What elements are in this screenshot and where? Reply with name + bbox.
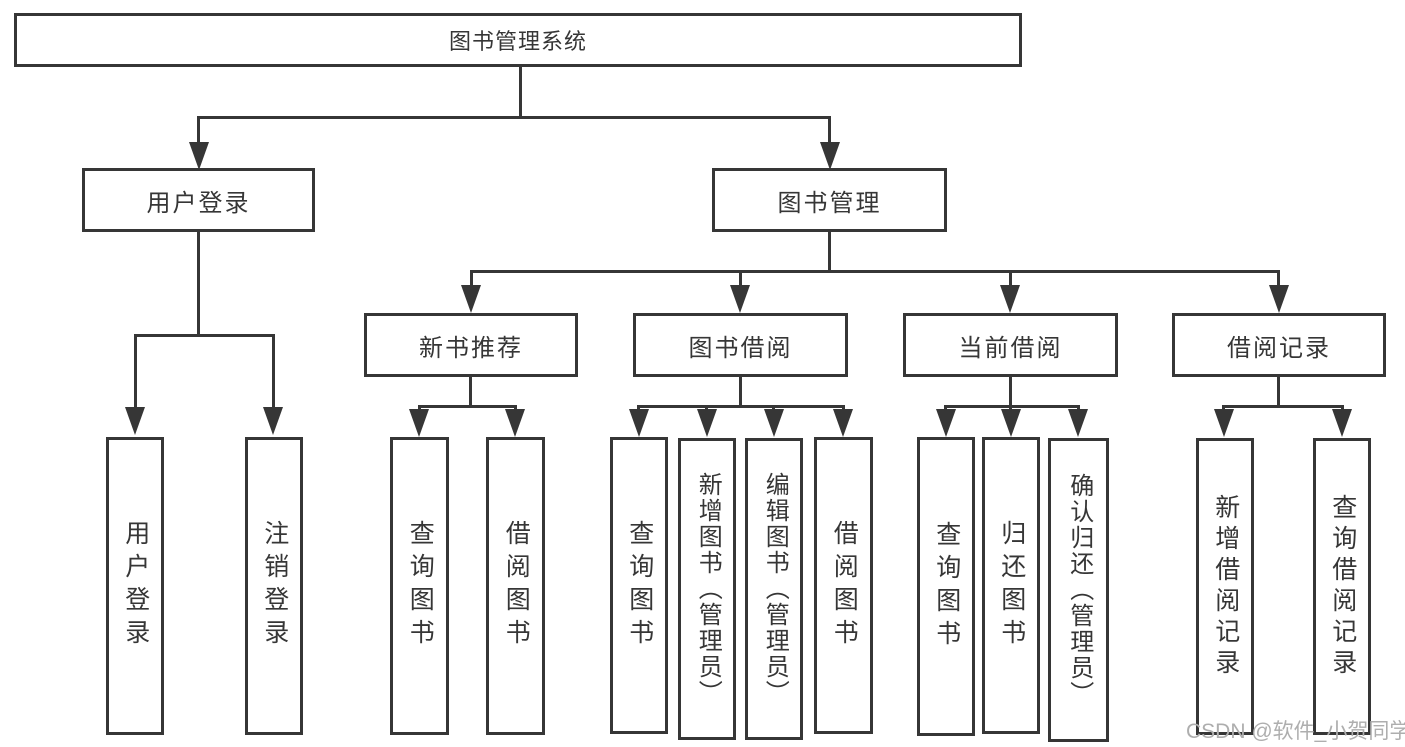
arrow-down: [263, 407, 283, 435]
arrow-down: [189, 142, 209, 170]
arrow-down: [629, 409, 649, 437]
arrow-stem: [828, 116, 831, 144]
book-borrow-line-v: [739, 377, 742, 406]
borrow-records-line-v: [1277, 377, 1280, 406]
book-mgmt-line-h: [470, 270, 1280, 273]
leaf-query-books-borrowing: 查询图书: [610, 437, 668, 734]
arrow-stem: [272, 334, 275, 407]
csdn-watermark: CSDN @软件_小贺同学: [1186, 720, 1405, 743]
arrow-stem: [470, 270, 473, 288]
node-library-system: 图书管理系统: [14, 13, 1022, 67]
leaf-query-borrow-record: 查询借阅记录: [1313, 438, 1371, 735]
node-book-borrowing: 图书借阅: [633, 313, 848, 377]
node-borrowing-records: 借阅记录: [1172, 313, 1386, 377]
arrow-down: [1214, 409, 1234, 437]
leaf-user-login: 用户登录: [106, 437, 164, 735]
root-branch-line-v: [519, 67, 522, 118]
arrow-down: [461, 285, 481, 313]
node-user-login: 用户登录: [82, 168, 315, 232]
leaf-add-borrow-record: 新增借阅记录: [1196, 438, 1254, 735]
book-mgmt-line-v: [828, 231, 831, 271]
user-login-line-h: [134, 334, 275, 337]
leaf-borrow-books-recommend: 借阅图书: [486, 437, 545, 735]
arrow-down: [505, 409, 525, 437]
node-book-management: 图书管理: [712, 168, 947, 232]
arrow-down: [833, 409, 853, 437]
arrow-stem: [134, 334, 137, 407]
leaf-query-books-current: 查询图书: [917, 437, 975, 736]
leaf-add-book-admin: 新增图书（管理员）: [678, 438, 736, 740]
node-current-borrowing: 当前借阅: [903, 313, 1118, 377]
leaf-confirm-return-admin: 确认归还（管理员）: [1048, 438, 1109, 742]
leaf-borrow-books-borrowing: 借阅图书: [814, 437, 873, 734]
arrow-stem: [739, 270, 742, 288]
arrow-stem: [1277, 270, 1280, 288]
new-book-line-v: [469, 377, 472, 406]
arrow-down: [1269, 285, 1289, 313]
arrow-down: [1068, 409, 1088, 437]
current-borrow-line-v: [1009, 377, 1012, 406]
leaf-return-books: 归还图书: [982, 437, 1040, 734]
arrow-down: [820, 142, 840, 170]
arrow-down: [764, 409, 784, 437]
leaf-edit-book-admin: 编辑图书（管理员）: [745, 438, 803, 740]
borrow-records-line-h: [1222, 405, 1344, 408]
arrow-down: [730, 285, 750, 313]
node-new-book-recommend: 新书推荐: [364, 313, 578, 377]
leaf-query-books-recommend: 查询图书: [390, 437, 449, 735]
book-borrow-line-h: [637, 405, 845, 408]
arrow-down: [125, 407, 145, 435]
arrow-down: [697, 409, 717, 437]
arrow-down: [1001, 409, 1021, 437]
root-branch-line-h: [197, 116, 831, 119]
new-book-line-h: [418, 405, 517, 408]
arrow-stem: [1009, 270, 1012, 288]
arrow-down: [1332, 409, 1352, 437]
arrow-down: [409, 409, 429, 437]
arrow-down: [1000, 285, 1020, 313]
user-login-line-v: [197, 231, 200, 337]
arrow-down: [936, 409, 956, 437]
leaf-logout: 注销登录: [245, 437, 303, 735]
arrow-stem: [197, 116, 200, 144]
